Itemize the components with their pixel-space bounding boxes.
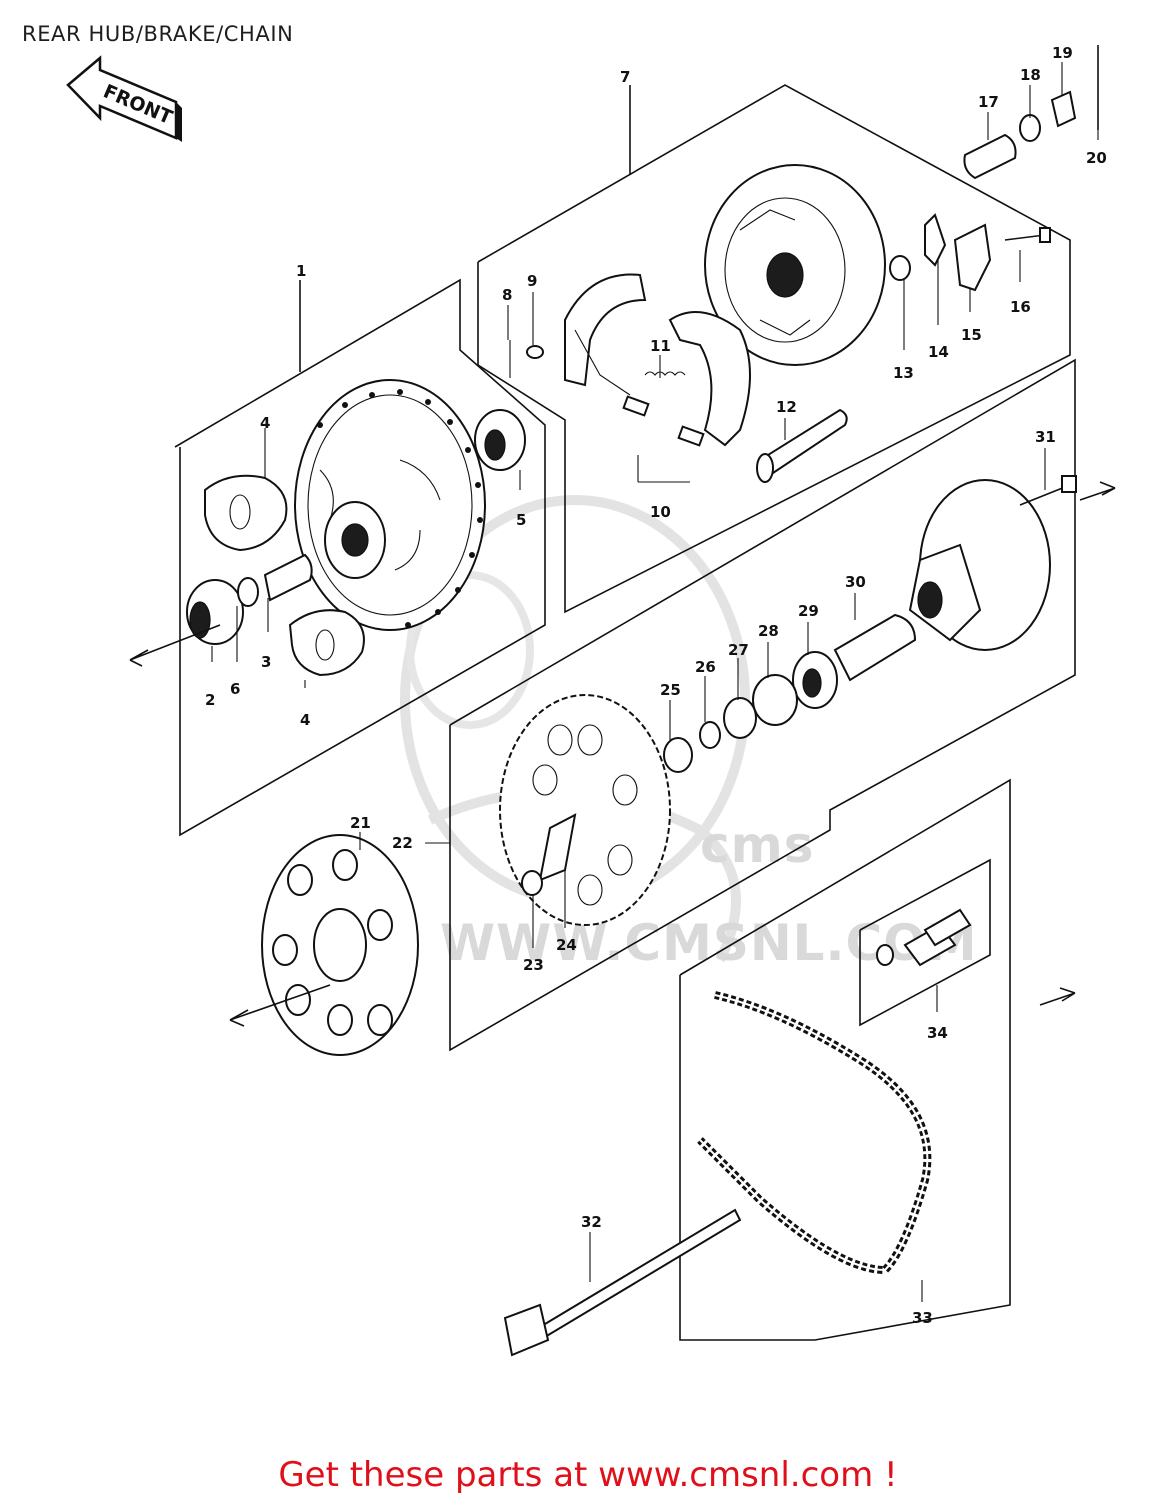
nut-23 [521, 870, 543, 896]
callout-30: 30 [845, 573, 866, 591]
callout-24: 24 [556, 936, 577, 954]
sprocket-21 [261, 834, 419, 1056]
callout-10: 10 [650, 503, 671, 521]
spacer-27 [723, 697, 757, 739]
indicator-14 [924, 213, 947, 267]
bearing-29 [792, 651, 838, 709]
assembly-arrows [129, 481, 1116, 1027]
axle-sleeve-30 [833, 613, 917, 682]
leader-lines [211, 62, 1099, 1302]
callout-numbers: 1 2 3 4 4 5 6 7 8 9 10 11 12 13 14 15 16… [205, 44, 1107, 1327]
cam-shaft [756, 408, 848, 483]
callout-21: 21 [350, 814, 371, 832]
callout-33: 33 [912, 1309, 933, 1327]
callout-18: 18 [1020, 66, 1041, 84]
shoe-spring [644, 371, 686, 376]
watermark-text: WWW.CMSNL.COM [440, 914, 978, 972]
callout-29: 29 [798, 602, 819, 620]
callout-12: 12 [776, 398, 797, 416]
callout-27: 27 [728, 641, 749, 659]
callout-7: 7 [620, 68, 630, 86]
callout-23: 23 [523, 956, 544, 974]
washer-26 [699, 721, 721, 749]
brake-shoe-upper [564, 273, 647, 396]
nut-25 [663, 737, 693, 773]
callout-15: 15 [961, 326, 982, 344]
callout-19: 19 [1052, 44, 1073, 62]
callout-32: 32 [581, 1213, 602, 1231]
brake-pads [622, 395, 705, 447]
collar-17 [963, 133, 1017, 180]
callout-31: 31 [1035, 428, 1056, 446]
callout-4: 4 [260, 414, 270, 432]
callout-4-lower: 4 [300, 711, 310, 729]
master-link-frame [859, 858, 991, 1027]
hub-assembly-frame [174, 278, 546, 837]
callout-2: 2 [205, 691, 215, 709]
rear-hub [294, 379, 486, 631]
bolt-16 [1004, 227, 1051, 243]
page-title: REAR HUB/BRAKE/CHAIN [22, 22, 294, 46]
brake-panel-frame [477, 84, 1071, 614]
callout-3: 3 [261, 653, 271, 671]
watermark-logo-letters: cms [700, 816, 815, 874]
callout-8: 8 [502, 286, 512, 304]
nut-19 [1050, 90, 1077, 128]
callout-22: 22 [392, 834, 413, 852]
bolt-31 [1019, 475, 1077, 506]
callout-14: 14 [928, 343, 949, 361]
callout-26: 26 [695, 658, 716, 676]
watermark: cms WWW.CMSNL.COM [400, 495, 978, 972]
washer-18 [1019, 114, 1041, 142]
hub-bearing [186, 579, 244, 645]
cmsnl-link[interactable]: Get these parts at www.cmsnl.com ! [278, 1455, 898, 1495]
hub-spacer [263, 553, 313, 602]
chain-frame [679, 778, 1011, 1341]
rear-axle [503, 1208, 742, 1357]
callout-16: 16 [1010, 298, 1031, 316]
brake-shoe-lower [668, 311, 751, 447]
callout-6: 6 [230, 680, 240, 698]
callout-17: 17 [978, 93, 999, 111]
callout-5: 5 [516, 511, 526, 529]
callout-11: 11 [650, 337, 671, 355]
damper-rubber-lower [288, 609, 365, 677]
damper-rubber-upper [204, 474, 288, 552]
sprocket-carrier-frame [449, 358, 1076, 1052]
hub-bearing-right [474, 409, 526, 471]
callout-13: 13 [893, 364, 914, 382]
washer-9 [526, 345, 544, 359]
hub-oil-seal [237, 577, 259, 607]
collar-28 [752, 674, 798, 726]
front-arrow-icon: FRONT [66, 55, 182, 142]
washer-13 [889, 255, 911, 281]
drive-chain [697, 991, 932, 1275]
callout-25: 25 [660, 681, 681, 699]
brake-panel [704, 164, 886, 366]
callout-28: 28 [758, 622, 779, 640]
cam-lever-15 [953, 223, 992, 292]
callout-34: 34 [927, 1024, 948, 1042]
callout-9: 9 [527, 272, 537, 290]
master-link [876, 908, 972, 967]
callout-1: 1 [296, 262, 306, 280]
sprocket-hub [908, 479, 1051, 651]
callout-20: 20 [1086, 149, 1107, 167]
